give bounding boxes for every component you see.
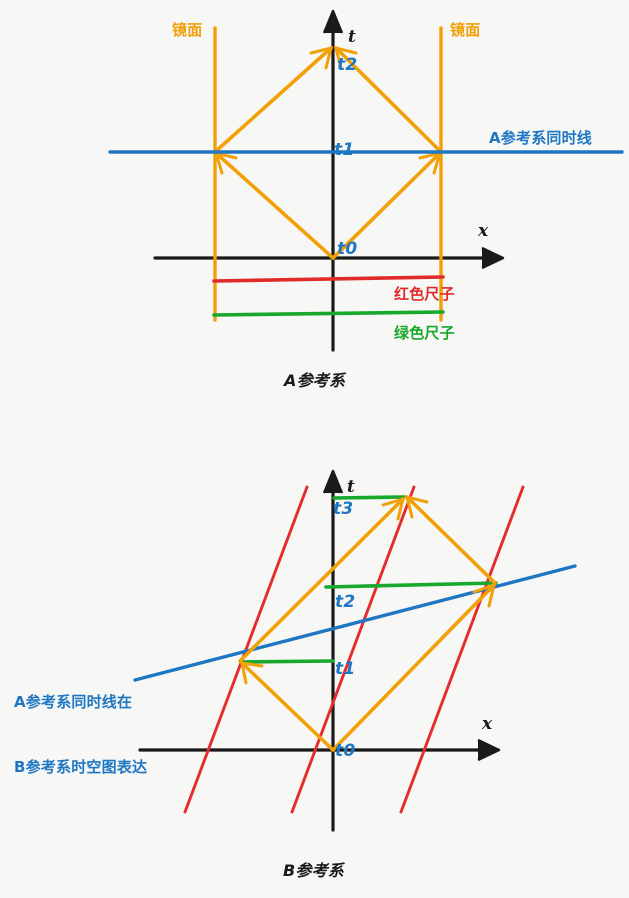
diagram-b-spacetime (133, 469, 577, 832)
lightray-origin-to-left-mirror (214, 151, 335, 260)
red-ruler-label: 红色尺子 (394, 285, 455, 303)
lightray-arrowhead-left-b (240, 661, 264, 685)
caption-diagram-b: B参考系 (283, 861, 344, 880)
simultaneity-label-b-line1: A参考系同时线在 (14, 692, 133, 711)
lightray-left-event-to-apex-b (238, 497, 405, 663)
lightray-arrowhead-apex-left (309, 45, 334, 70)
worldline-red-right (399, 485, 525, 814)
x-axis-arrowhead-a (481, 246, 505, 270)
time-marker-t2-a: t2 (337, 55, 358, 75)
time-marker-t2-b: t2 (335, 592, 356, 612)
lightray-arrowhead-apex-right-b (404, 494, 429, 519)
x-axis-label-b: x (482, 714, 493, 734)
lightray-arrowhead-apex-left-b (381, 496, 406, 521)
simultaneity-label-b-line2: B参考系时空图表达 (14, 757, 148, 776)
green-segment-t2 (324, 581, 498, 589)
green-segment-t3 (332, 495, 406, 500)
t-axis-label-b: t (347, 477, 356, 497)
mirror-left-label: 镜面 (172, 21, 203, 39)
t-axis-arrowhead-b (322, 469, 344, 494)
lightray-left-mirror-to-apex (213, 46, 333, 154)
time-marker-t0-b: t0 (335, 741, 356, 761)
simultaneity-label-a: A参考系同时线 (489, 129, 593, 147)
lightray-arrowhead-apex-right (333, 45, 358, 70)
mirror-right-label: 镜面 (450, 21, 481, 39)
lightray-origin-to-right-mirror (331, 151, 442, 260)
worldline-red-middle (290, 485, 416, 814)
time-marker-t1-b: t1 (335, 659, 356, 679)
diagram-a-spacetime (108, 9, 624, 352)
caption-diagram-a: A参考系 (284, 371, 346, 390)
time-marker-t1-a: t1 (334, 140, 355, 160)
lightray-right-event-to-apex-b (405, 495, 497, 585)
lightray-origin-to-left-event-b (240, 661, 335, 752)
t-axis-arrowhead-a (322, 9, 344, 34)
red-ruler-segment (212, 275, 445, 283)
time-marker-t0-a: t0 (337, 239, 358, 259)
lightray-right-mirror-to-apex (334, 46, 443, 154)
lightray-origin-to-right-event-b (331, 583, 496, 752)
lightray-arrowhead-right-b (472, 582, 497, 608)
x-axis-arrowhead-b (477, 738, 501, 762)
time-marker-t3-b: t3 (333, 499, 354, 519)
green-segment-t1 (239, 659, 335, 664)
x-axis-label-a: x (478, 221, 489, 241)
green-ruler-label: 绿色尺子 (394, 324, 455, 342)
simultaneity-label-b: A参考系同时线在 B参考系时空图表达 (14, 648, 147, 822)
simultaneity-line-b (133, 564, 577, 682)
t-axis-label-a: t (348, 27, 357, 47)
green-ruler-segment (212, 310, 445, 317)
